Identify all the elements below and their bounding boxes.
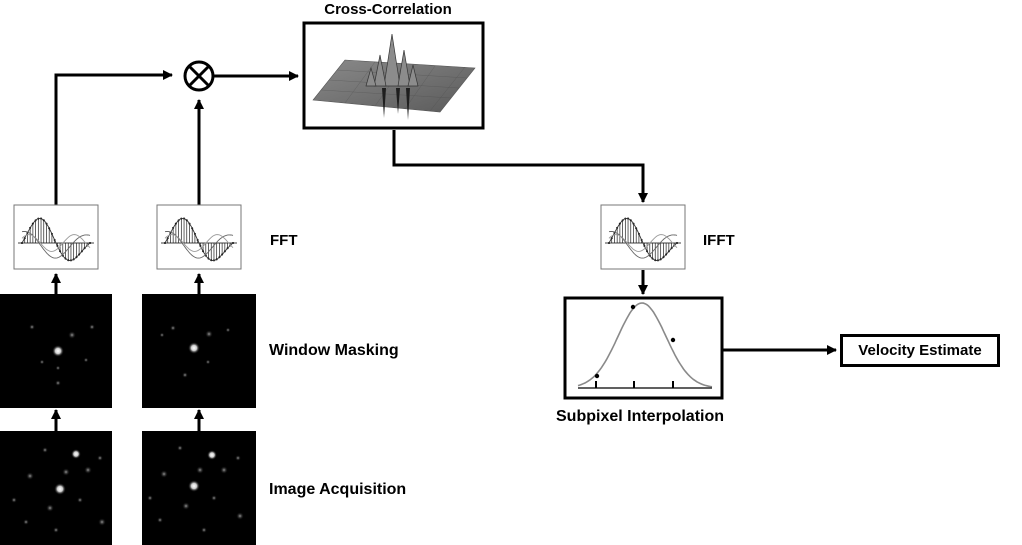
cross-correlation-label: Cross-Correlation — [324, 1, 452, 18]
flow-connectors — [51, 70, 837, 431]
window-masking-image-middle — [142, 294, 256, 408]
velocity-estimate-label: Velocity Estimate — [858, 342, 982, 359]
image-acquisition-label: Image Acquisition — [269, 481, 407, 498]
ifft-thumbnail — [600, 204, 686, 270]
multiply-node — [183, 60, 215, 92]
connector-crosscorr-to-ifft — [392, 130, 648, 203]
correlation-peak — [365, 33, 419, 87]
subpixel-interpolation-box — [563, 296, 724, 400]
subpixel-interpolation-label: Subpixel Interpolation — [556, 408, 725, 425]
window-masking-label: Window Masking — [269, 342, 399, 359]
image-acquisition-image-middle — [142, 431, 256, 545]
connector-fft-left-to-multiply — [54, 70, 173, 205]
fft-thumbnail-middle — [156, 204, 242, 270]
ifft-label: IFFT — [703, 232, 735, 249]
fft-thumbnail-left — [13, 204, 99, 270]
sample-point-right — [670, 337, 676, 343]
fft-label: FFT — [270, 232, 298, 249]
window-masking-image-left — [0, 294, 112, 408]
gaussian-fit-curve — [577, 302, 713, 388]
sample-point-left — [594, 373, 600, 379]
cross-correlation-box — [302, 21, 485, 130]
velocity-estimate-box: Velocity Estimate — [840, 334, 1000, 367]
sample-point-center — [630, 304, 636, 310]
image-acquisition-image-left — [0, 431, 112, 545]
